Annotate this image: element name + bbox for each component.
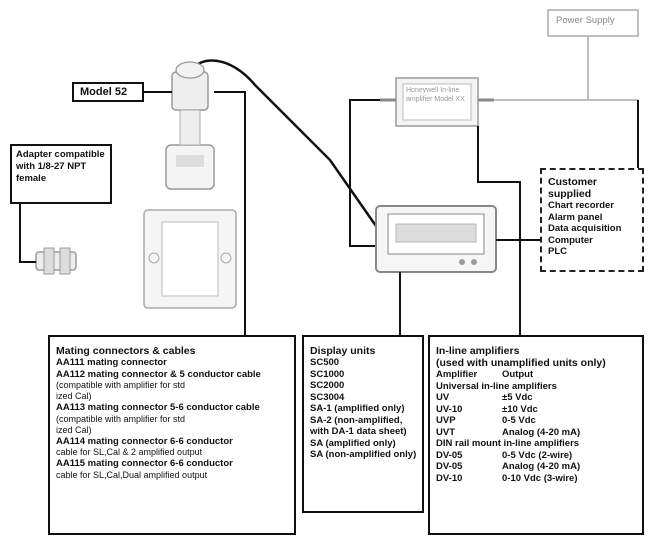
mating-title: Mating connectors & cables — [56, 345, 196, 357]
inline-amp: DV-05 — [436, 449, 463, 461]
display-line: SC1000 — [310, 368, 345, 380]
inline-section-1: Universal in-line amplifiers — [436, 380, 557, 392]
inline-amp: UVP — [436, 415, 456, 426]
inline-header-output: Output — [502, 369, 534, 380]
customer-supplied-box: Customer supplied Chart recorder Alarm p… — [540, 168, 644, 272]
adapter-label: Adapter compatible with 1/8-27 NPT femal… — [16, 149, 105, 184]
adapter-fitting — [35, 247, 77, 275]
inline-output: 0-5 Vdc — [502, 415, 536, 426]
mating-line: AA115 mating connector 6-6 conductor — [56, 458, 233, 469]
customer-item: PLC — [548, 246, 567, 257]
inline-amplifiers-box: In-line amplifiers (used with unamplifie… — [428, 335, 644, 535]
inline-amp: UVT — [436, 426, 455, 438]
inline-amp: DV-05 — [436, 461, 463, 472]
customer-item: Alarm panel — [548, 211, 603, 223]
model-label: Model 52 — [80, 86, 128, 98]
customer-item: Chart recorder — [548, 200, 614, 211]
inline-output: 0-10 Vdc (3-wire) — [502, 472, 578, 484]
inline-header-amplifier: Amplifier — [436, 369, 478, 380]
inline-rows-2: DV-05 0-5 Vdc (2-wire) DV-05 Analog (4-2… — [436, 450, 636, 485]
display-line: SA-1 (amplified only) — [310, 403, 405, 414]
inline-output: ±5 Vdc — [502, 392, 533, 403]
honeywell-device-label: Honeywell In-line amplifier Model XX — [406, 87, 465, 103]
power-supply-box — [547, 9, 639, 37]
mating-line: ized Cal) — [56, 391, 92, 401]
inline-section-2: DIN rail mount in-line amplifiers — [436, 438, 580, 449]
mating-line: ized Cal) — [56, 424, 92, 435]
power-supply-label: Power Supply — [556, 15, 615, 26]
customer-item: Computer — [548, 234, 593, 246]
display-units-box: Display units SC500 SC1000 SC2000 SC3004… — [302, 335, 424, 513]
mating-line: AA113 mating connector 5-6 conductor cab… — [56, 402, 260, 413]
display-line: SC3004 — [310, 391, 345, 403]
display-line: SA-2 (non-amplified, — [310, 414, 403, 426]
inline-amp: UV-10 — [436, 403, 463, 415]
mating-connectors-box: Mating connectors & cables AA111 mating … — [48, 335, 296, 535]
honeywell-amplifier-device — [380, 77, 494, 127]
display-line: SC2000 — [310, 380, 345, 391]
mating-line: AA114 mating connector 6-6 conductor — [56, 435, 233, 447]
customer-item: Data acquisition — [548, 223, 622, 234]
inline-amp: DV-10 — [436, 472, 463, 484]
display-line: SA (non-amplified only) — [310, 449, 417, 460]
inline-output: Analog (4-20 mA) — [502, 461, 581, 472]
mating-line: cable for SL,Cal & 2 amplified output — [56, 447, 203, 457]
inline-title: In-line amplifiers — [436, 345, 520, 357]
inline-output: 0-5 Vdc (2-wire) — [502, 449, 573, 461]
inline-output: Analog (4-20 mA) — [502, 426, 581, 438]
transducer-device — [143, 61, 237, 309]
mating-line: (compatible with amplifier for std — [56, 380, 186, 390]
display-line: SC500 — [310, 357, 340, 368]
mating-line: AA111 mating connector — [56, 357, 167, 368]
mating-line: cable for SL,Cal,Dual amplified output — [56, 469, 208, 480]
model-label-box: Model 52 — [72, 82, 144, 102]
inline-rows-1: UV ±5 Vdc UV-10 ±10 Vdc UVP 0-5 Vdc UVT … — [436, 392, 636, 438]
inline-output: ±10 Vdc — [502, 403, 538, 415]
inline-header: Amplifier Output — [436, 369, 636, 381]
inline-subtitle: (used with unamplified units only) — [436, 357, 606, 369]
display-title: Display units — [310, 345, 376, 357]
adapter-label-box: Adapter compatible with 1/8-27 NPT femal… — [10, 144, 112, 204]
display-line: SA (amplified only) — [310, 437, 396, 449]
display-line: with DA-1 data sheet) — [310, 426, 407, 437]
customer-supplied-title: Customer supplied — [548, 176, 598, 200]
mating-line: AA112 mating connector & 5 conductor cab… — [56, 368, 261, 380]
inline-amp: UV — [436, 392, 450, 403]
mating-line: (compatible with amplifier for std — [56, 413, 186, 424]
display-unit-device — [375, 205, 497, 273]
